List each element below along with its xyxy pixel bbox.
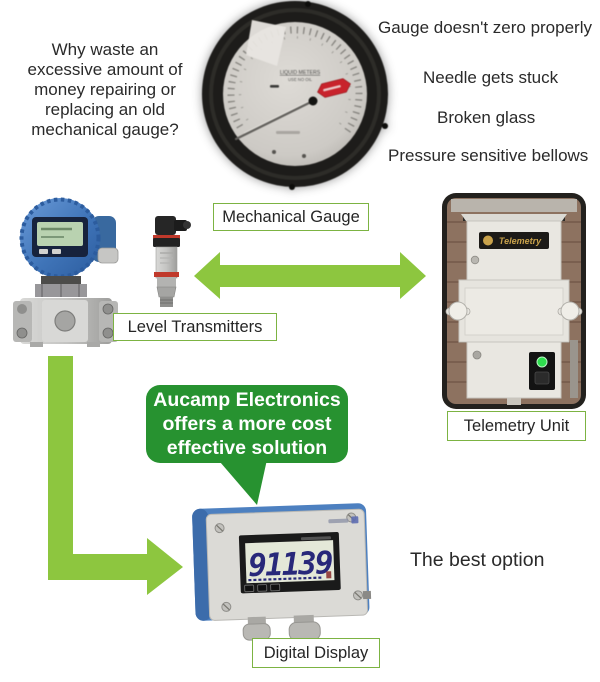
label-telemetry-unit: Telemetry Unit <box>447 411 586 441</box>
gauge-bolt-top <box>305 1 311 7</box>
gauge-face-smudge <box>276 131 300 134</box>
transmitter-lcd <box>37 222 83 246</box>
gauge-face-line1: LIQUID METERS <box>280 70 321 76</box>
flange-bolt1 <box>17 304 27 314</box>
right-knob <box>560 301 580 321</box>
gauge-face-dot2 <box>302 154 306 158</box>
flange-bolt3 <box>102 303 114 315</box>
gauge-face <box>223 22 367 166</box>
issue-bellows: Pressure sensitive bellows <box>388 146 589 165</box>
connector-cap <box>183 221 191 229</box>
brand-logo-dot <box>483 235 493 246</box>
issue-needle: Needle gets stuck <box>423 68 559 87</box>
side-conduit <box>570 340 578 398</box>
double-arrow <box>194 252 426 299</box>
transmitter-button2 <box>52 249 61 254</box>
gauge-face-line2: USE NO OIL <box>288 77 313 82</box>
brand-logo-mark <box>351 516 359 524</box>
transmitter-gland <box>97 247 119 264</box>
gauge-rim-highlight <box>209 8 381 180</box>
flange-foot1 <box>30 342 43 347</box>
label-mechanical-gauge: Mechanical Gauge <box>213 203 369 231</box>
gauge-bolt-right <box>382 123 388 129</box>
side-connector <box>362 590 372 600</box>
lcd-unit-flag <box>326 571 332 579</box>
gauge-face-mark <box>270 85 279 88</box>
mechanical-gauge-photo: LIQUID METERS USE NO OIL <box>202 1 388 190</box>
gauge-bolt-bottom <box>289 184 295 190</box>
gauge-tape <box>246 20 286 66</box>
red-ring <box>154 272 179 277</box>
issue-glass: Broken glass <box>437 108 536 127</box>
gauge-red-tag <box>317 78 351 98</box>
brand-plate <box>479 232 549 249</box>
speech-bubble: Aucamp Electronics offers a more cost ef… <box>146 385 348 463</box>
panel-button <box>534 371 550 385</box>
level-transmitter-photo <box>13 197 119 347</box>
flange-foot2 <box>87 342 100 347</box>
left-knob <box>448 301 468 321</box>
unit-roof <box>461 214 567 221</box>
lower-box-knob <box>472 350 482 360</box>
mid-inner-panel <box>464 287 564 336</box>
lcd-screen <box>245 540 335 584</box>
upper-box-knob <box>470 255 480 265</box>
connector-head <box>155 216 176 235</box>
transmitter-neck <box>41 276 81 285</box>
unit-upper-box <box>466 220 562 281</box>
label-digital-display: Digital Display <box>252 638 380 668</box>
question-text: Why waste an excessive amount of money r… <box>27 40 183 139</box>
brand-smudge <box>328 518 349 524</box>
transmitter-button1 <box>39 249 48 254</box>
status-led <box>536 356 548 368</box>
label-level-transmitters: Level Transmitters <box>113 313 277 341</box>
transmitter-head-ribs <box>19 197 101 279</box>
hex-nut <box>156 286 177 298</box>
issue-zero: Gauge doesn't zero properly <box>378 18 592 37</box>
pressure-transmitter-photo <box>153 216 191 307</box>
gauge-face-dot1 <box>272 150 276 154</box>
flange-bolt2 <box>16 327 28 339</box>
flange-bolt4 <box>102 327 114 339</box>
lcd-bargraph <box>248 576 323 582</box>
thread-stub <box>160 297 173 307</box>
bottom-tab <box>507 398 521 405</box>
top-strip <box>451 199 577 212</box>
flange-center-port <box>54 310 76 332</box>
bezel-text-smudge <box>300 536 331 541</box>
lower-collar <box>157 277 176 287</box>
telemetry-unit-photo: Telemetry <box>442 193 586 409</box>
front-buttons <box>244 583 281 593</box>
best-option-text: The best option <box>410 549 545 571</box>
upper-band-red <box>153 235 180 239</box>
telemetry-brand-text: Telemetry <box>499 236 542 246</box>
gauge-hub <box>308 96 318 106</box>
upper-band <box>153 238 180 247</box>
digital-display-photo: 91139 <box>192 503 372 642</box>
gauge-needle <box>234 99 315 141</box>
gauge-needle-highlight <box>243 99 312 134</box>
